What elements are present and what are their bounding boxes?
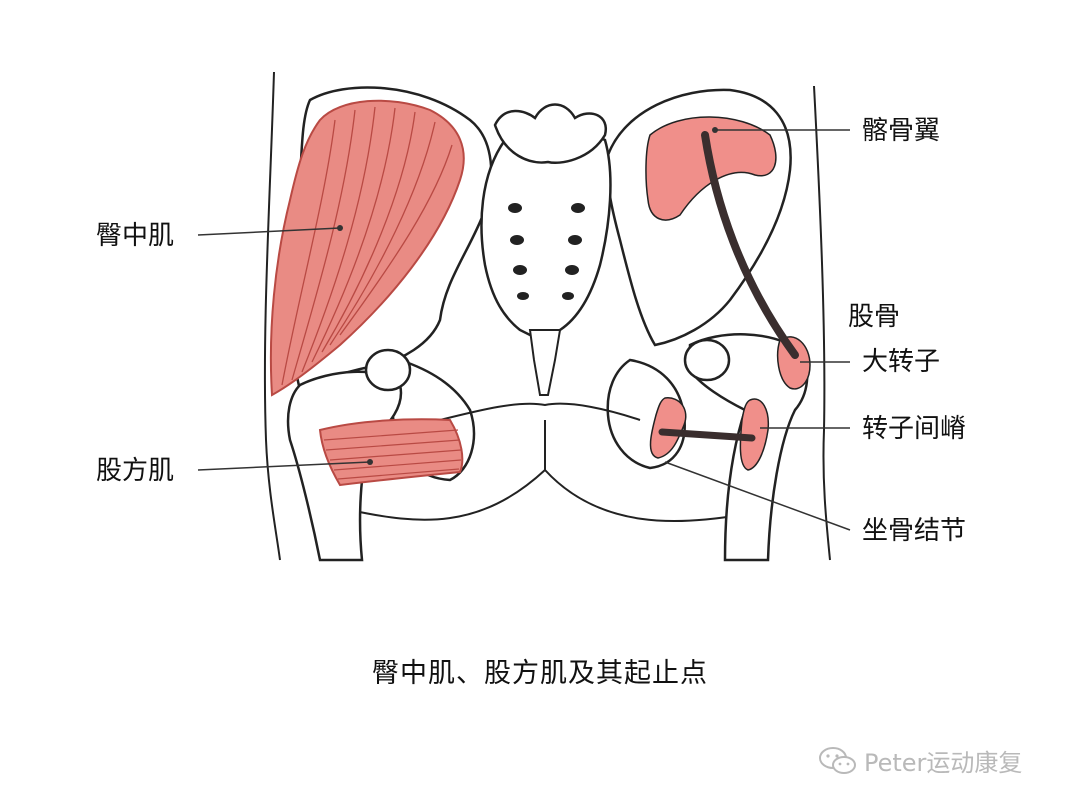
leader-dots xyxy=(337,127,718,465)
watermark: Peter运动康复 xyxy=(818,743,1022,778)
quadratus-femoris-muscle xyxy=(318,418,464,487)
sacral-foramina xyxy=(508,203,585,300)
left-femoral-head xyxy=(364,348,412,392)
gluteus-medius-muscle xyxy=(269,99,465,397)
label-greater-trochanter: 大转子 xyxy=(862,347,941,377)
gluteus-medius-course-line xyxy=(701,131,799,359)
quadratus-femoris-course-line xyxy=(658,428,756,442)
watermark-text: Peter运动康复 xyxy=(864,749,1023,777)
coccyx xyxy=(528,329,562,396)
wechat-icon xyxy=(818,745,858,777)
label-quadratus-femoris: 股方肌 xyxy=(96,456,175,486)
leader-lines xyxy=(197,129,851,531)
right-femoral-head xyxy=(683,338,731,382)
ischial-tuberosity-attachment xyxy=(649,397,687,459)
label-intertrochanteric-crest: 转子间嵴 xyxy=(862,414,967,444)
pubic-arch xyxy=(439,402,641,421)
label-ischial-tuberosity: 坐骨结节 xyxy=(862,516,967,546)
lumbar-vertebra xyxy=(493,103,608,164)
intertrochanteric-attachment xyxy=(739,398,770,471)
body-outline-left xyxy=(263,71,281,561)
figure-caption: 臀中肌、股方肌及其起止点 xyxy=(372,658,708,689)
body-outline-right xyxy=(813,85,831,561)
label-femur: 股骨 xyxy=(848,302,901,332)
label-gluteus-medius: 臀中肌 xyxy=(96,221,175,251)
label-iliac-wing: 髂骨翼 xyxy=(862,116,941,146)
greater-trochanter-attachment xyxy=(777,336,811,390)
